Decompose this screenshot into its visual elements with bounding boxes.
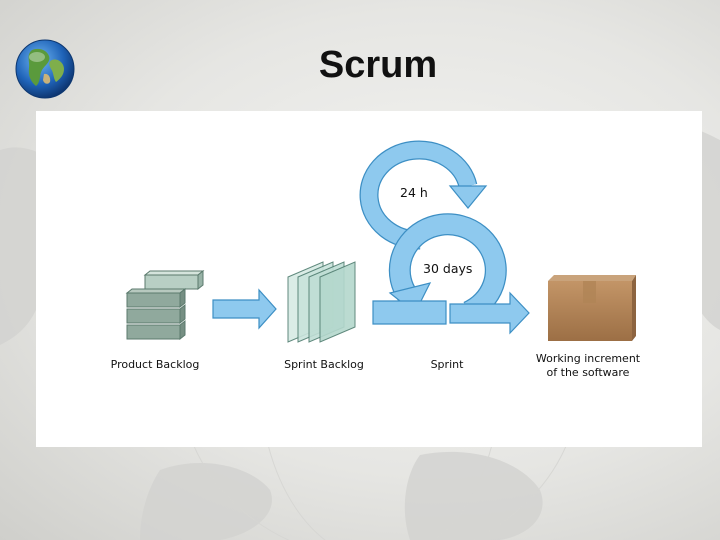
increment-label-line2: of the software (547, 366, 630, 379)
sprint-cycle-arrow-icon (388, 213, 507, 323)
increment-label-line1: Working increment (536, 352, 641, 365)
product-backlog-label: Product Backlog (111, 358, 200, 371)
sprint-cycle-label: 30 days (423, 261, 472, 276)
daily-cycle-label: 24 h (400, 185, 428, 200)
sprint-flow-arrow-icon (372, 300, 447, 325)
product-backlog-stack-icon (125, 269, 205, 341)
sprint-backlog-sheets-icon (287, 261, 356, 343)
flow-arrow-icon (212, 288, 277, 330)
daily-cycle-arrow-icon (359, 140, 488, 250)
software-box-icon (548, 275, 636, 341)
sprint-label: Sprint (431, 358, 465, 371)
slide-title: Scrum (318, 44, 438, 86)
increment-flow-arrow-icon (449, 291, 530, 335)
globe-logo-icon (15, 39, 75, 99)
sprint-backlog-label: Sprint Backlog (284, 358, 364, 371)
